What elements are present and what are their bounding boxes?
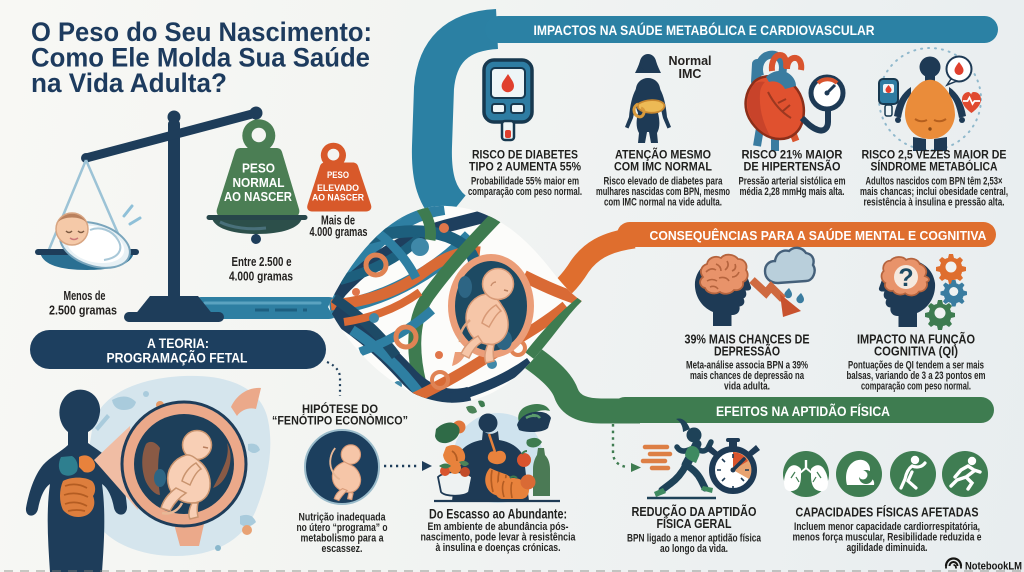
svg-text:IMPACTO NA FUNÇÃO: IMPACTO NA FUNÇÃO: [857, 332, 975, 347]
svg-text:AO NASCER: AO NASCER: [224, 189, 293, 204]
svg-text:Adultos nascidos com BPN têm 2: Adultos nascidos com BPN têm 2,53×: [866, 176, 1003, 188]
svg-text:Mais de: Mais de: [321, 214, 355, 228]
svg-text:?: ?: [898, 264, 913, 292]
svg-text:Meta-análise associa BPN a 39%: Meta-análise associa BPN a 39%: [686, 360, 808, 372]
svg-text:RISCO 2,5 VEZES MAIOR DE: RISCO 2,5 VEZES MAIOR DE: [862, 150, 1007, 162]
svg-text:comparação com peso normal.: comparação com peso normal.: [861, 381, 971, 393]
svg-text:na Vida Adulta?: na Vida Adulta?: [31, 68, 227, 98]
svg-text:A TEORIA:: A TEORIA:: [147, 336, 209, 351]
svg-text:IMPACTOS NA SAÚDE METABÓLICA E: IMPACTOS NA SAÚDE METABÓLICA E CARDIOVAS…: [534, 21, 875, 38]
svg-text:PESO: PESO: [242, 161, 275, 176]
svg-text:no útero “programa” o: no útero “programa” o: [297, 522, 388, 534]
svg-text:TIPO 2 AUMENTA 55%: TIPO 2 AUMENTA 55%: [469, 162, 581, 174]
svg-text:COM IMC NORMAL: COM IMC NORMAL: [614, 162, 712, 174]
svg-text:agilidade diminuida.: agilidade diminuida.: [847, 542, 928, 554]
svg-text:Como Ele Molda Sua Saúde: Como Ele Molda Sua Saúde: [31, 43, 370, 73]
svg-text:FÍSICA GERAL: FÍSICA GERAL: [657, 516, 732, 531]
svg-text:mulhares nascidas com BPN, mes: mulhares nascidas com BPN, mesmo: [596, 186, 730, 198]
svg-text:CONSEQUÊNCIAS PARA A SAÚDE MEN: CONSEQUÊNCIAS PARA A SAÚDE MENTAL E COGN…: [650, 228, 988, 243]
svg-text:NORMAL: NORMAL: [233, 175, 285, 190]
svg-text:EFEITOS NA APTIDÃO FÍSICA: EFEITOS NA APTIDÃO FÍSICA: [716, 404, 890, 419]
svg-text:Incluem menor capacidade cardi: Incluem menor capacidade cardiorrespitat…: [794, 521, 980, 533]
svg-text:4.000 gramas: 4.000 gramas: [310, 225, 368, 239]
svg-text:Nutrição inadequada: Nutrição inadequada: [299, 512, 387, 524]
svg-text:4.000 gramas: 4.000 gramas: [229, 270, 293, 284]
svg-text:ao longo da vida.: ao longo da vida.: [660, 543, 728, 555]
svg-text:com IMC normal na vide adulta.: com IMC normal na vide adulta.: [604, 197, 722, 209]
svg-text:COGNITIVA (QI): COGNITIVA (QI): [874, 344, 958, 359]
svg-text:Do Escasso ao Abundante:: Do Escasso ao Abundante:: [429, 507, 567, 522]
svg-text:RISCO 21% MAIOR: RISCO 21% MAIOR: [742, 150, 844, 162]
svg-text:RISCO DE DIABETES: RISCO DE DIABETES: [472, 150, 578, 162]
svg-text:mais chances de depressão na: mais chances de depressão na: [690, 370, 804, 382]
svg-text:NotebookLM: NotebookLM: [965, 561, 1022, 572]
svg-text:REDUÇÃO DA APTIDÃO: REDUÇÃO DA APTIDÃO: [632, 504, 757, 519]
svg-text:nascimento, pode levar à resis: nascimento, pode levar à resistência: [421, 532, 577, 544]
svg-text:Pontuações de QI tendem a ser: Pontuações de QI tendem a ser mais: [848, 360, 984, 372]
svg-text:SÍNDROME METABÓLICA: SÍNDROME METABÓLICA: [871, 161, 998, 174]
svg-text:IMC: IMC: [679, 67, 702, 81]
svg-text:HIPÓTESE DO: HIPÓTESE DO: [302, 402, 378, 416]
svg-text:BPN ligado a menor aptidão fís: BPN ligado a menor aptidão física: [627, 533, 762, 545]
svg-text:menos força muscular, Resibili: menos força muscular, Resibilidade reduz…: [793, 532, 982, 544]
svg-text:balsas, variando de 3 a 23 pon: balsas, variando de 3 a 23 pontos em: [847, 370, 986, 382]
svg-text:metabolismo para a: metabolismo para a: [301, 533, 385, 545]
svg-text:comparação com peso normal.: comparação com peso normal.: [468, 186, 582, 198]
svg-text:Entre 2.500 e: Entre 2.500 e: [232, 255, 292, 269]
svg-text:vida adulta.: vida adulta.: [724, 381, 770, 393]
svg-text:DEPRESSÃO: DEPRESSÃO: [714, 344, 780, 359]
svg-text:PROGRAMAÇÃO FETAL: PROGRAMAÇÃO FETAL: [107, 351, 248, 366]
svg-text:Probabilidade 55% maior em: Probabilidade 55% maior em: [471, 176, 579, 188]
svg-text:Em ambiente de abundância pós-: Em ambiente de abundância pós-: [428, 521, 569, 533]
svg-text:2.500 gramas: 2.500 gramas: [49, 304, 117, 318]
svg-text:AO NASCER: AO NASCER: [312, 193, 364, 203]
svg-text:resistência à insulina e press: resistência à insulina e pressão alta.: [864, 197, 1005, 209]
svg-text:mais chancas; inclui obesidade: mais chancas; inclui obesidade central,: [860, 186, 1008, 198]
svg-text:O Peso do Seu Nascimento:: O Peso do Seu Nascimento:: [31, 17, 372, 47]
svg-text:ELEVADO: ELEVADO: [317, 183, 359, 193]
svg-text:Pressão arterial sistólica em: Pressão arterial sistólica em: [739, 176, 846, 188]
svg-text:“FENÓTIPO ECONÒMICO”: “FENÓTIPO ECONÒMICO”: [272, 414, 408, 428]
svg-text:à insulina e doenças crónicas.: à insulina e doenças crónicas.: [436, 542, 561, 554]
svg-text:ATENÇÃO MESMO: ATENÇÃO MESMO: [615, 149, 711, 162]
svg-text:CAPACIDADES FÍSICAS AFETADAS: CAPACIDADES FÍSICAS AFETADAS: [796, 505, 979, 520]
svg-text:Menos de: Menos de: [64, 289, 106, 303]
svg-text:39% MAIS CHANCES DE: 39% MAIS CHANCES DE: [685, 332, 810, 347]
svg-text:escassez.: escassez.: [322, 543, 363, 555]
svg-text:PESO: PESO: [327, 170, 349, 180]
svg-text:Normal: Normal: [668, 54, 711, 68]
svg-text:média 2,28 mmHg mais alta.: média 2,28 mmHg mais alta.: [740, 186, 845, 198]
svg-text:Risco elevado de diabetes para: Risco elevado de diabetes para: [604, 176, 724, 188]
svg-text:DE HIPERTENSÃO: DE HIPERTENSÃO: [744, 161, 841, 174]
